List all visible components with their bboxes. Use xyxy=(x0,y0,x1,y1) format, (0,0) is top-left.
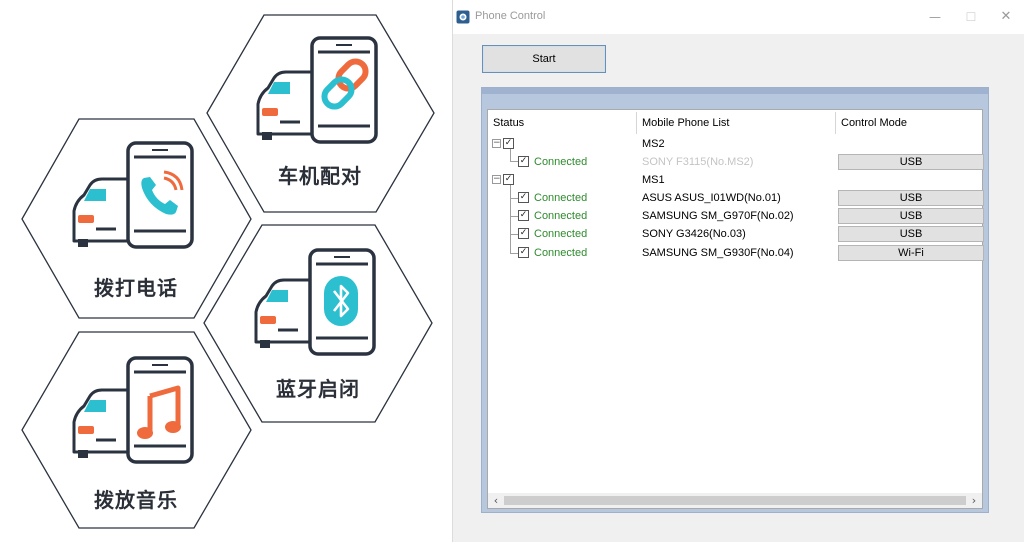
car-icon xyxy=(72,388,132,458)
tree-connector xyxy=(510,161,518,162)
control-mode-cell[interactable]: USB xyxy=(838,226,984,242)
app-icon xyxy=(456,10,470,24)
checkbox-group-ms1[interactable]: ✓ xyxy=(503,174,514,185)
start-button[interactable]: Start xyxy=(482,45,606,73)
group-name-ms1: MS1 xyxy=(642,174,665,186)
checkbox-device[interactable]: ✓ xyxy=(518,156,529,167)
tree-connector xyxy=(510,184,511,254)
phone-control-window: Phone Control — ☐ ✕ Start Status Mobile … xyxy=(452,0,1024,542)
feature-infographic: 车机配对 拨打电话 蓝牙启闭 拨放音乐 xyxy=(0,0,452,542)
column-separator[interactable] xyxy=(636,112,637,134)
device-name: SAMSUNG SM_G970F(No.02) xyxy=(642,210,794,222)
device-status: Connected xyxy=(534,247,588,259)
collapse-toggle-ms1[interactable]: − xyxy=(492,174,501,184)
minimize-button[interactable]: — xyxy=(929,10,941,24)
device-status: Connected xyxy=(534,156,588,168)
window-title: Phone Control xyxy=(475,10,546,22)
close-button[interactable]: ✕ xyxy=(1000,9,1012,24)
maximize-button[interactable]: ☐ xyxy=(965,10,977,24)
scrollbar-thumb[interactable] xyxy=(504,496,966,505)
column-separator[interactable] xyxy=(835,112,836,134)
phone-icon xyxy=(126,141,194,249)
control-mode-cell[interactable]: USB xyxy=(838,208,984,224)
control-mode-cell[interactable]: Wi-Fi xyxy=(838,245,984,261)
collapse-toggle-ms2[interactable]: − xyxy=(492,138,501,148)
device-tree-list[interactable]: Status Mobile Phone List Control Mode − … xyxy=(487,109,984,509)
checkbox-device[interactable]: ✓ xyxy=(518,228,529,239)
bluetooth-icon xyxy=(324,276,358,326)
device-status: Connected xyxy=(534,228,588,240)
device-status: Connected xyxy=(534,192,588,204)
feature-label-pairing: 车机配对 xyxy=(278,164,362,188)
hexagon-graphic xyxy=(21,14,435,529)
music-note-icon xyxy=(137,385,181,439)
device-name: SONY G3426(No.03) xyxy=(642,228,746,240)
column-header-status[interactable]: Status xyxy=(493,117,525,129)
car-icon xyxy=(254,278,314,348)
control-mode-cell[interactable]: USB xyxy=(838,154,984,170)
car-icon xyxy=(256,70,316,140)
horizontal-scrollbar[interactable]: ‹ › xyxy=(488,493,982,508)
control-mode-cell[interactable]: USB xyxy=(838,190,984,206)
tree-connector xyxy=(510,234,518,235)
tree-connector xyxy=(510,253,518,254)
group-name-ms2: MS2 xyxy=(642,138,665,150)
tree-connector xyxy=(510,216,518,217)
feature-label-call: 拨打电话 xyxy=(94,276,178,300)
checkbox-device[interactable]: ✓ xyxy=(518,210,529,221)
device-list-frame: Status Mobile Phone List Control Mode − … xyxy=(481,87,989,513)
checkbox-device[interactable]: ✓ xyxy=(518,192,529,203)
device-status: Connected xyxy=(534,210,588,222)
tree-connector xyxy=(510,198,518,199)
device-name: ASUS ASUS_I01WD(No.01) xyxy=(642,192,781,204)
device-name: SONY F3115(No.MS2) xyxy=(642,156,754,168)
feature-label-music: 拨放音乐 xyxy=(94,488,178,512)
scroll-right-arrow-icon[interactable]: › xyxy=(971,494,977,507)
column-header-phone-list[interactable]: Mobile Phone List xyxy=(642,117,730,129)
device-name: SAMSUNG SM_G930F(No.04) xyxy=(642,247,794,259)
tree-connector xyxy=(510,148,511,161)
phone-icon xyxy=(126,356,194,464)
column-header-control-mode[interactable]: Control Mode xyxy=(841,117,908,129)
link-icon xyxy=(321,58,369,110)
scroll-left-arrow-icon[interactable]: ‹ xyxy=(493,494,499,507)
checkbox-device[interactable]: ✓ xyxy=(518,247,529,258)
title-bar[interactable]: Phone Control — ☐ ✕ xyxy=(453,0,1024,34)
checkbox-group-ms2[interactable]: ✓ xyxy=(503,138,514,149)
phone-call-icon xyxy=(141,170,184,215)
list-frame-header-strip xyxy=(482,88,988,94)
car-icon xyxy=(72,177,132,247)
feature-label-bluetooth: 蓝牙启闭 xyxy=(276,377,360,401)
